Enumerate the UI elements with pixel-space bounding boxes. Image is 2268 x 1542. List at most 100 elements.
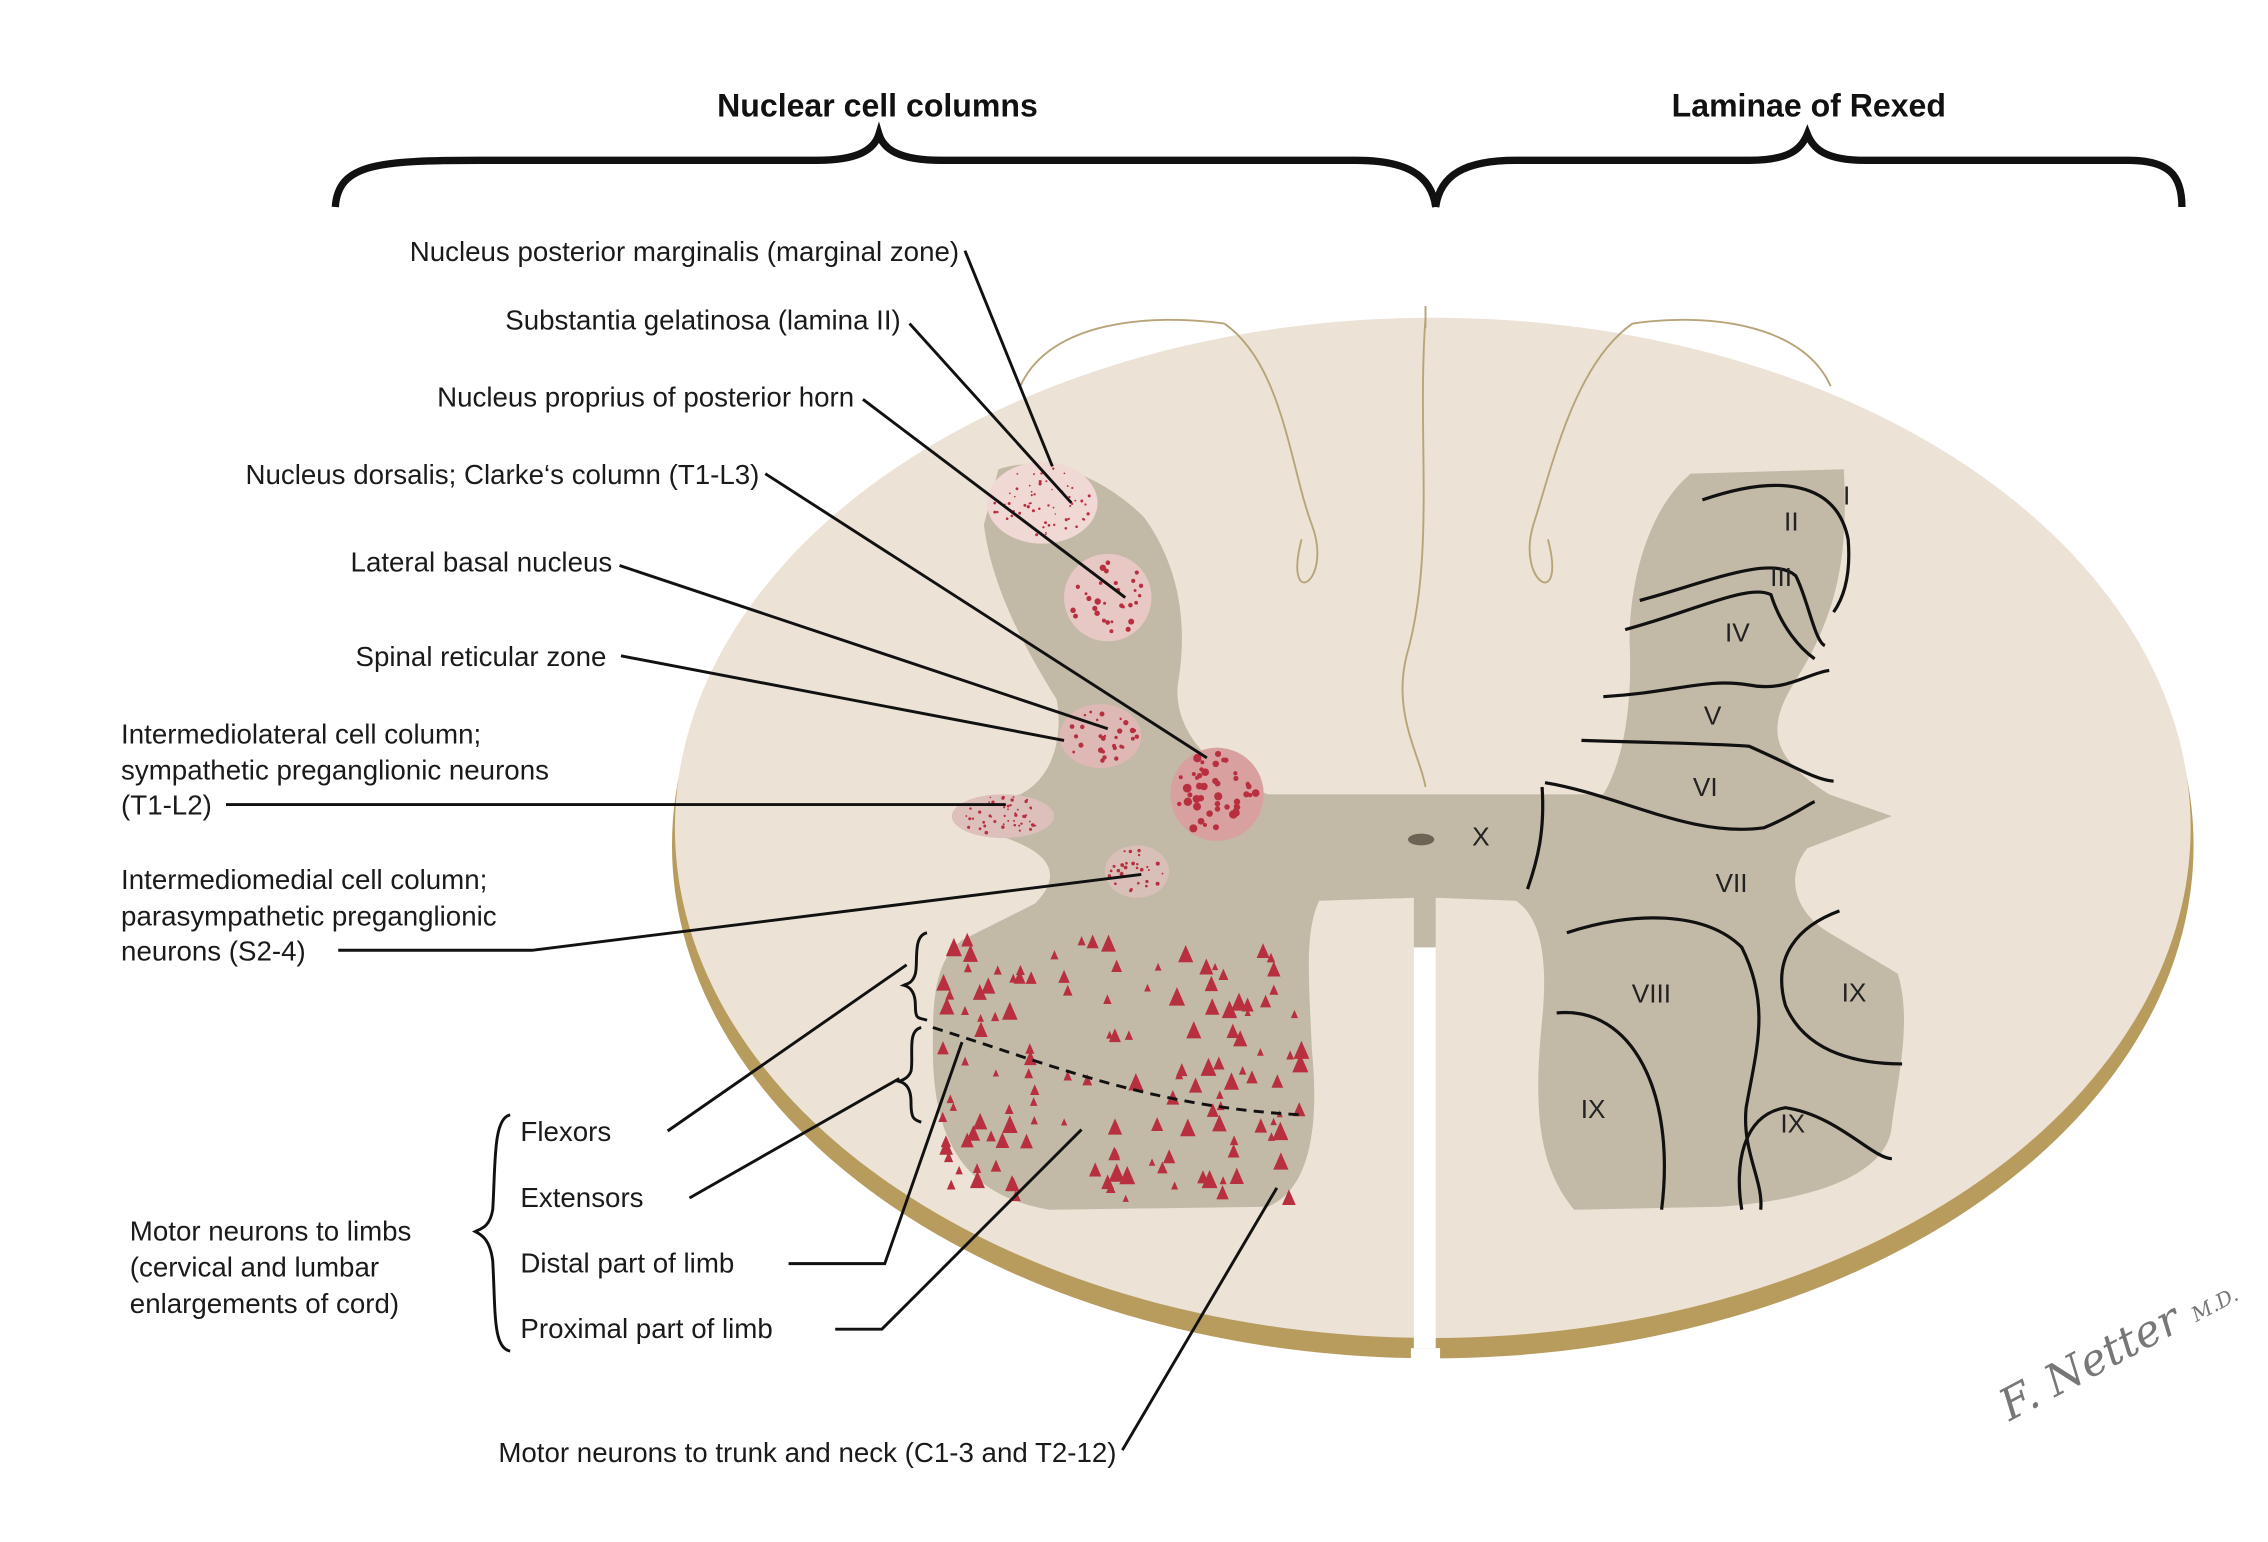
neuron-cell (1010, 514, 1014, 518)
motor-neuron-cell (995, 1132, 1010, 1149)
neuron-cell (1229, 810, 1238, 819)
motor-neuron-cell (1163, 1149, 1176, 1164)
neuron-cell (1015, 487, 1019, 491)
neuron-cell (1014, 813, 1018, 817)
neuron-cell (1137, 853, 1141, 857)
neuron-cell (1247, 792, 1253, 798)
motor-neuron-cell (1206, 1103, 1219, 1117)
motor-neuron-cell (1186, 1021, 1202, 1039)
motor-neuron-cell (1282, 1189, 1296, 1206)
motor-neuron-cell (946, 1179, 956, 1190)
neuron-cell (1002, 823, 1005, 826)
motor-neuron-cell (1154, 962, 1162, 971)
neuron-cell (983, 824, 987, 828)
motor-neuron-cell (1171, 1181, 1179, 1190)
neuron-cell (1042, 526, 1045, 529)
motor-neuron-cell (1269, 984, 1279, 995)
neuron-cell (1007, 501, 1011, 505)
motor-neuron-cell (1229, 1135, 1239, 1146)
motor-neuron-cell (1254, 1118, 1268, 1133)
neuron-cell (1071, 486, 1074, 490)
motor-neuron-cell (972, 1112, 988, 1130)
motor-neuron-cell (1212, 1114, 1227, 1132)
motor-neuron-cell (1103, 994, 1112, 1005)
label-motor-limbs-2: (cervical and lumbar (130, 1252, 379, 1283)
neuron-cell (1120, 745, 1124, 749)
neuron-cell (1195, 782, 1203, 790)
neuron-cell (1137, 848, 1141, 853)
neuron-cell (989, 796, 992, 799)
neuron-cell (1214, 800, 1221, 807)
label-intermediolateral-3: (T1-L2) (121, 790, 212, 821)
neuron-cell (971, 817, 975, 820)
motor-neuron-cell (974, 1021, 988, 1037)
neuron-cell (1078, 742, 1084, 748)
neuron-cell (1187, 792, 1193, 798)
neuron-cell (1236, 805, 1241, 810)
neuron-cell (1029, 827, 1033, 831)
neuron-cell (969, 807, 972, 810)
neuron-cell (1007, 819, 1010, 822)
neuron-cell (1155, 881, 1160, 886)
neuron-cell (1133, 588, 1137, 592)
motor-neuron-cell (936, 973, 951, 991)
neuron-cell (1128, 849, 1133, 854)
motor-neuron-cell (1001, 1001, 1018, 1020)
motor-neuron-cell (972, 1163, 982, 1173)
neuron-cell (1233, 798, 1241, 805)
motor-neuron-cell (1201, 1169, 1218, 1189)
neuron-cell (1138, 583, 1144, 588)
motor-neuron-cell (1144, 983, 1151, 992)
neuron-cell (1007, 808, 1009, 811)
neuron-cell (1112, 745, 1117, 751)
neuron-cell (1128, 618, 1135, 625)
label-motor-limbs-3: enlargements of cord) (130, 1288, 399, 1319)
motor-neuron-cell (1029, 1097, 1038, 1106)
neuron-cell (968, 817, 972, 821)
neuron-cell (1103, 734, 1107, 738)
motor-neuron-cell (966, 1125, 981, 1141)
neuron-cell (1023, 503, 1027, 507)
neuron-cell (1080, 499, 1084, 503)
motor-neuron-cell (1009, 973, 1018, 983)
motor-neuron-cell (1200, 1057, 1217, 1076)
neuron-cell (1251, 789, 1260, 797)
motor-neuron-cell (1246, 1070, 1258, 1084)
neuron-cell (1110, 620, 1114, 624)
label-intermediolateral-2: sympathetic preganglionic neurons (121, 755, 549, 786)
neuron-cell (965, 815, 968, 817)
motor-neuron-cell (986, 1130, 996, 1142)
motor-neuron-cell (961, 1005, 969, 1015)
motor-neuron-cell (961, 932, 974, 947)
neuron-cell (1109, 869, 1113, 873)
neuron-cell (1105, 620, 1111, 625)
neuron-cell (1105, 560, 1111, 566)
neuron-cell (1020, 822, 1023, 825)
neuron-cell (1192, 794, 1201, 803)
motor-neuron-cell (1157, 1161, 1168, 1174)
neuron-cell (1028, 820, 1031, 823)
neuron-cell (1136, 863, 1139, 866)
central-canal (1408, 833, 1435, 846)
motor-neuron-cell (960, 1132, 974, 1148)
neuron-cell (1030, 494, 1033, 497)
neuron-cell (1123, 865, 1128, 870)
neuron-cell (1233, 775, 1239, 781)
neuron-cell (1070, 607, 1076, 614)
neuron-cell (1003, 814, 1006, 818)
neuron-cell (1119, 717, 1122, 721)
motor-neuron-cell (1205, 998, 1220, 1015)
neuron-cell (1084, 592, 1088, 596)
neuron-cell (1047, 523, 1051, 527)
svg-text:IX: IX (1842, 977, 1867, 1007)
neuron-cell (1123, 720, 1129, 726)
neuron-cell (1113, 580, 1118, 586)
neuron-cell (1117, 728, 1123, 734)
neuron-cell (978, 827, 982, 831)
motor-neuron-cell (991, 1011, 1000, 1022)
svg-text:VIII: VIII (1632, 979, 1671, 1009)
motor-neuron-cell (1223, 1072, 1240, 1090)
svg-text:IV: IV (1725, 617, 1750, 647)
neuron-cell (1051, 488, 1053, 491)
motor-neuron-cell (1063, 1070, 1072, 1081)
